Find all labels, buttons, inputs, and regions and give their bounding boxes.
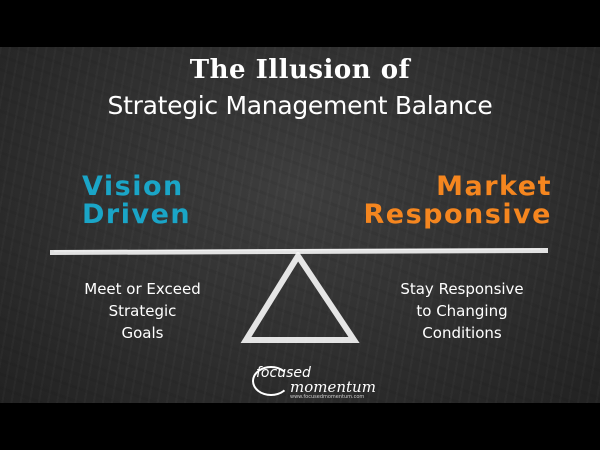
focused-momentum-logo: focused momentum www.focusedmomentum.com bbox=[250, 360, 376, 400]
fulcrum-triangle-icon bbox=[240, 252, 360, 343]
right-text-line-3: Conditions bbox=[422, 324, 502, 342]
logo-url: www.focusedmomentum.com bbox=[290, 394, 365, 400]
balance-plank bbox=[50, 248, 548, 255]
logo-swoosh-icon bbox=[252, 366, 290, 396]
chalkboard: The Illusion of Strategic Management Bal… bbox=[0, 47, 600, 403]
vision-driven-heading: Vision Driven bbox=[82, 173, 191, 229]
title-line-1: The Illusion of bbox=[189, 55, 411, 85]
right-heading-line-1: Market bbox=[436, 171, 552, 202]
left-heading-line-2: Driven bbox=[82, 199, 192, 230]
left-text-line-3: Goals bbox=[121, 324, 164, 342]
left-text-line-1: Meet or Exceed bbox=[84, 280, 201, 298]
market-responsive-heading: Market Responsive bbox=[363, 173, 552, 229]
right-text-line-2: to Changing bbox=[416, 302, 508, 320]
title-line-2: Strategic Management Balance bbox=[107, 91, 493, 120]
right-heading-line-2: Responsive bbox=[363, 199, 552, 230]
logo-bottom-text: momentum bbox=[290, 378, 376, 396]
left-heading-line-1: Vision bbox=[82, 171, 184, 202]
right-text-line-1: Stay Responsive bbox=[400, 280, 524, 298]
logo-top-text: focused bbox=[256, 365, 311, 381]
left-description: Meet or Exceed Strategic Goals bbox=[70, 278, 215, 344]
right-description: Stay Responsive to Changing Conditions bbox=[387, 278, 537, 344]
left-text-line-2: Strategic bbox=[108, 302, 177, 320]
